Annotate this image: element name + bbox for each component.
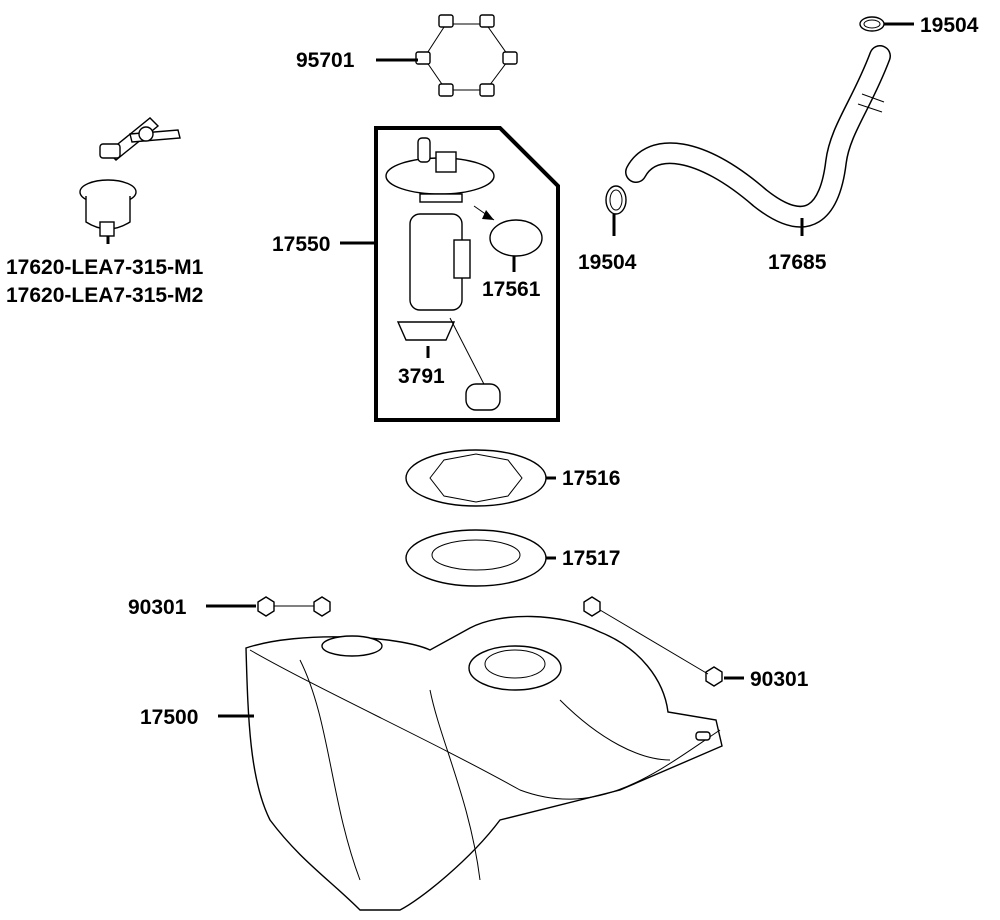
label-19504-clamp: 19504 [578, 251, 637, 274]
label-17500: 17500 [140, 706, 198, 729]
label-17620-m2: 17620-LEA7-315-M2 [6, 284, 203, 307]
nut-90301-left [257, 596, 331, 617]
label-95701: 95701 [296, 49, 355, 72]
hose-clamp-19504-side [605, 185, 627, 215]
fuel-cap-key-17620 [79, 117, 181, 237]
nut-90301-right [583, 596, 723, 687]
label-90301-right: 90301 [750, 668, 809, 691]
hose-clamp-19504-top [859, 16, 885, 32]
o-ring-17561 [489, 219, 543, 257]
label-17550: 17550 [272, 233, 330, 256]
bolt-set-95701 [415, 14, 518, 97]
retaining-ring-17517 [405, 529, 547, 587]
label-17516: 17516 [562, 467, 620, 490]
label-90301-left: 90301 [128, 596, 187, 619]
pump-assembly-box-17550 [374, 126, 560, 422]
fuel-tank-17500 [245, 615, 723, 911]
fuel-hose-17685 [625, 45, 891, 228]
label-17685: 17685 [768, 251, 827, 274]
gasket-17516 [405, 449, 547, 507]
label-19504-top: 19504 [920, 14, 979, 37]
label-17561: 17561 [482, 278, 541, 301]
label-17620-m1: 17620-LEA7-315-M1 [6, 256, 204, 279]
fuel-pump-assembly [385, 137, 501, 411]
label-3791: 3791 [398, 365, 445, 388]
label-17517: 17517 [562, 547, 620, 570]
